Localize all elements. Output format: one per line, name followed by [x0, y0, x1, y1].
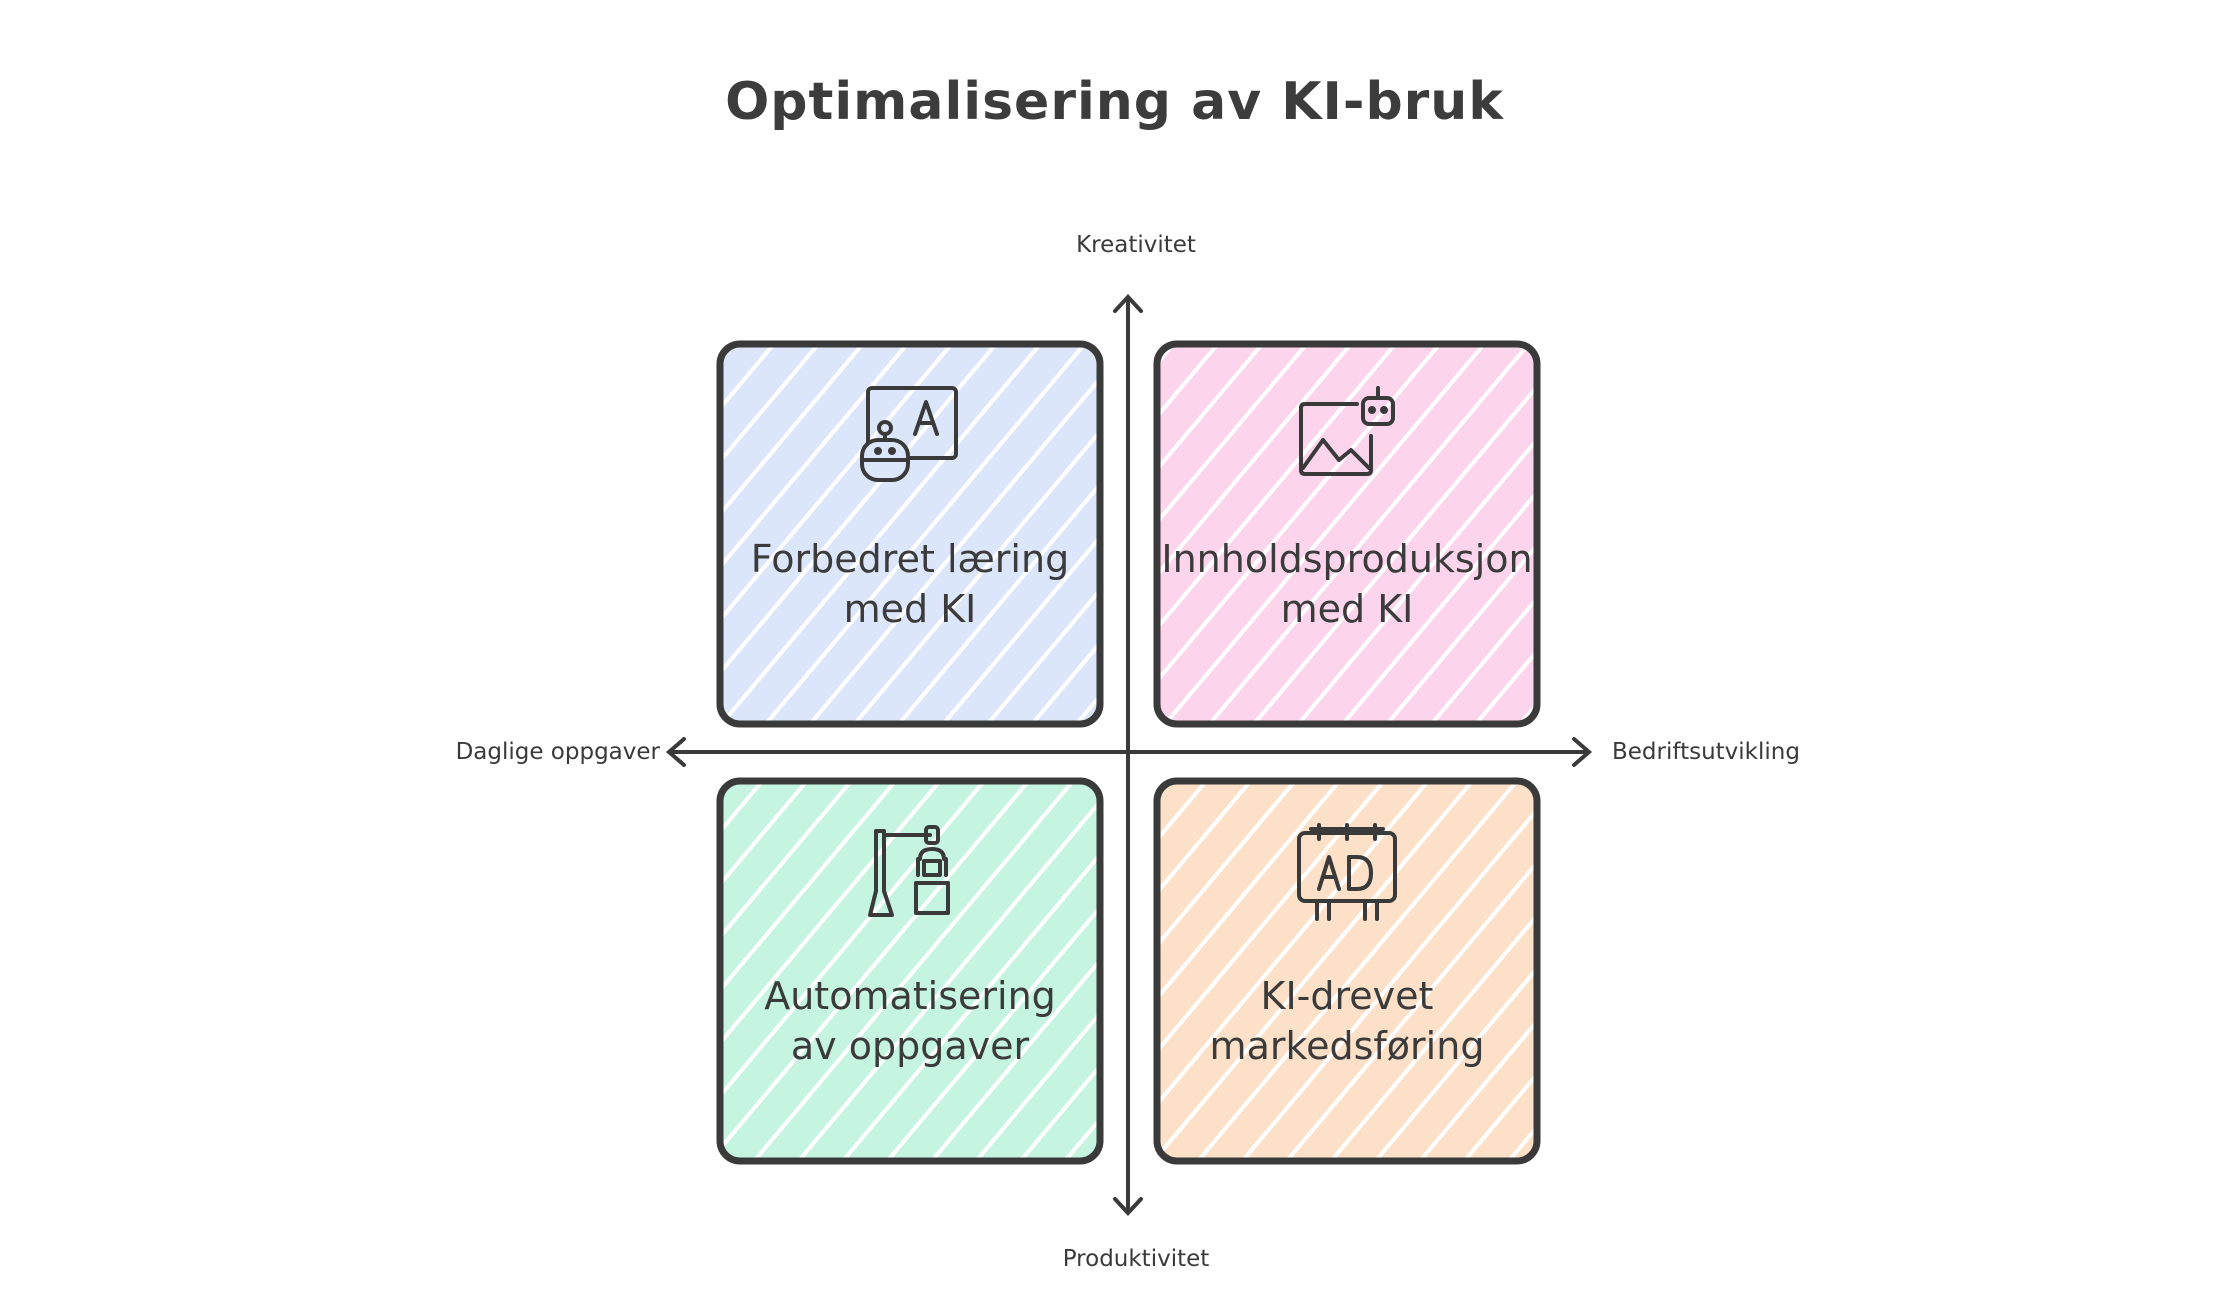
quadrant-label-bottom-left: Automatisering av oppgaver — [710, 971, 1110, 1071]
quadrant-box-bottom-left — [716, 777, 1104, 1165]
quadrant-label-line: av oppgaver — [790, 1024, 1030, 1068]
axis-label-right: Bedriftsutvikling — [1612, 739, 1800, 765]
vertical-axis — [1113, 294, 1143, 1216]
quadrant-label-line: Innholdsproduksjon — [1161, 537, 1533, 581]
quadrant-box-bottom-right — [1153, 777, 1541, 1165]
axis-label-bottom: Produktivitet — [1062, 1246, 1210, 1272]
quadrant-label-bottom-right: KI-drevet markedsføring — [1147, 971, 1547, 1071]
quadrant-bottom-right: KI-drevet markedsføring — [1157, 781, 1537, 1161]
axis-label-top: Kreativitet — [1076, 232, 1196, 258]
quadrant-box-top-left — [716, 340, 1104, 728]
quadrant-box-top-right — [1153, 340, 1541, 728]
ai-image-icon — [1299, 386, 1395, 476]
quadrant-label-line: KI-drevet — [1260, 974, 1434, 1018]
billboard-ad-icon — [1297, 823, 1397, 921]
robotic-arm-icon — [868, 825, 950, 917]
page-title: Optimalisering av KI-bruk — [725, 72, 1504, 132]
horizontal-axis — [665, 737, 1593, 767]
quadrant-label-line: med KI — [843, 587, 977, 631]
quadrant-label-line: med KI — [1280, 587, 1414, 631]
quadrant-top-left: Forbedret læring med KI — [720, 344, 1100, 724]
quadrant-label-top-left: Forbedret læring med KI — [710, 534, 1110, 634]
axis-label-left: Daglige oppgaver — [455, 739, 660, 765]
robot-teacher-icon — [860, 386, 958, 482]
quadrant-label-top-right: Innholdsproduksjon med KI — [1147, 534, 1547, 634]
quadrant-label-line: Forbedret læring — [750, 537, 1070, 581]
quadrant-label-line: markedsføring — [1209, 1024, 1485, 1068]
quadrant-label-line: Automatisering — [764, 974, 1056, 1018]
quadrant-bottom-left: Automatisering av oppgaver — [720, 781, 1100, 1161]
quadrant-top-right: Innholdsproduksjon med KI — [1157, 344, 1537, 724]
